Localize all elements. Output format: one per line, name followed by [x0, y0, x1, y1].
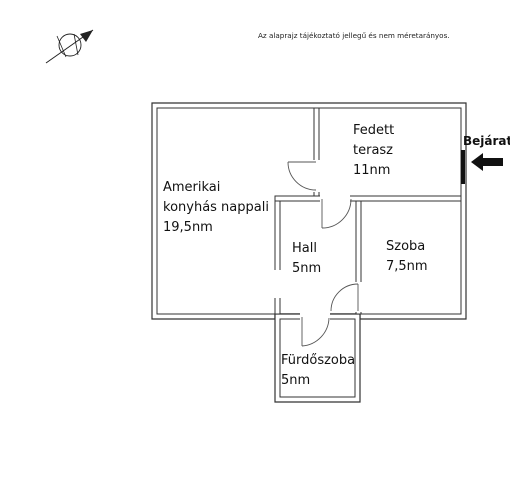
room-name-line: Amerikai — [163, 180, 220, 195]
room-area: 11nm — [353, 163, 390, 178]
interior-walls — [274, 107, 462, 315]
door-hall-bathroom — [301, 317, 330, 347]
entrance-door — [461, 150, 465, 184]
room-bathroom: Fürdőszoba 5nm — [281, 353, 355, 388]
door-openings — [274, 160, 363, 321]
room-area: 5nm — [281, 373, 310, 388]
room-hall: Hall 5nm — [292, 241, 321, 276]
north-arrow-icon — [45, 29, 94, 64]
room-name-line: Szoba — [386, 239, 425, 254]
room-name-line: Fürdőszoba — [281, 353, 355, 368]
room-name-line: Hall — [292, 241, 317, 256]
door-hall-room — [330, 283, 359, 312]
room-terrace: Fedett terasz 11nm — [353, 123, 394, 178]
room-area: 5nm — [292, 261, 321, 276]
room-name-line: konyhás nappali — [163, 200, 269, 215]
door-living-terrace — [287, 161, 317, 191]
room-name-line: terasz — [353, 143, 393, 158]
arrow-left-icon — [471, 153, 503, 171]
door-hall-terrace — [321, 198, 352, 229]
outer-walls — [151, 102, 467, 403]
disclaimer-note: Az alaprajz tájékoztató jellegű és nem m… — [258, 31, 450, 40]
room-area: 19,5nm — [163, 220, 213, 235]
room-bedroom: Szoba 7,5nm — [386, 239, 428, 274]
entrance-label: Bejárat — [463, 134, 510, 148]
room-living: Amerikai konyhás nappali 19,5nm — [163, 180, 269, 235]
room-area: 7,5nm — [386, 259, 428, 274]
room-name-line: Fedett — [353, 123, 394, 138]
